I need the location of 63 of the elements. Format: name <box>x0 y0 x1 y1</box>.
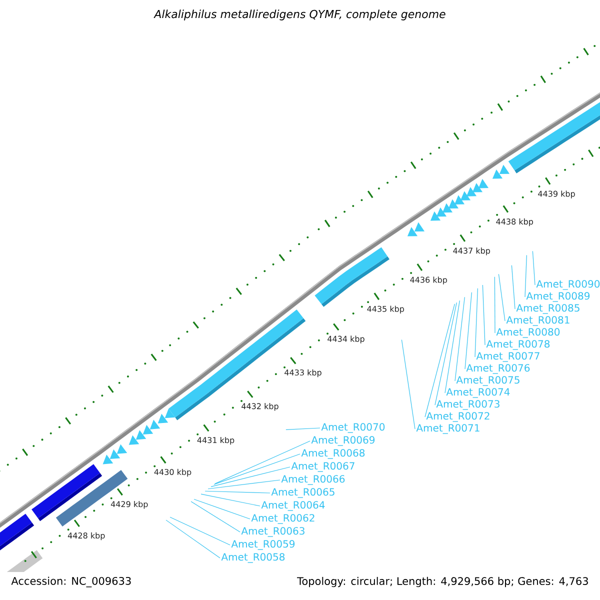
scale-label: 4429 kbp <box>110 500 148 509</box>
leader-line <box>482 284 486 346</box>
leader-line <box>498 274 506 322</box>
leader-line <box>210 466 290 487</box>
scale-label: 4436 kbp <box>410 276 448 284</box>
gene-label: Amet_R0081 <box>506 316 570 326</box>
leader-line <box>444 300 460 394</box>
gene-label: Amet_R0077 <box>476 352 540 362</box>
title: Alkaliphilus metalliredigens QYMF, complete genome <box>154 10 446 20</box>
gene-label: Amet_R0085 <box>516 304 580 314</box>
gene-label: Amet_R0071 <box>416 424 480 434</box>
scale-label: 4431 kbp <box>197 436 234 445</box>
gene-label: Amet_R0078 <box>486 340 550 350</box>
accession-label: Accession: NC_009633 <box>11 576 131 588</box>
leader-line <box>286 428 320 430</box>
gene-label: Amet_R0058 <box>221 553 285 563</box>
gene-label: Amet_R0062 <box>251 514 314 524</box>
leader-line <box>511 265 516 310</box>
leader-line <box>208 480 280 490</box>
gene-label: Amet_R0070 <box>321 423 385 433</box>
leader-line <box>166 520 220 558</box>
scale-label: 4438 kbp <box>496 218 534 226</box>
scale-label: 4433 kbp <box>284 369 322 378</box>
leader-line <box>214 454 300 485</box>
gene-label: Amet_R0067 <box>291 462 354 472</box>
leader-line <box>424 304 455 418</box>
gene-label: Amet_R0063 <box>241 527 304 537</box>
gene-label: Amet_R0072 <box>426 412 490 422</box>
leader-line <box>532 250 536 286</box>
gene-label: Amet_R0059 <box>231 540 295 550</box>
leader-line <box>464 292 472 370</box>
gene-label: Amet_R0074 <box>446 388 510 398</box>
leader-line <box>204 490 270 494</box>
scale-label: 4430 kbp <box>154 468 192 477</box>
leader-line <box>454 296 465 382</box>
scale-label: 4439 kbp <box>538 190 575 198</box>
scale-label: 4432 kbp <box>242 403 278 411</box>
leader-line <box>494 276 496 334</box>
leader-line <box>200 494 260 506</box>
gene-label: Amet_R0080 <box>496 328 560 338</box>
scale-label: 4437 kbp <box>453 248 490 256</box>
scale-label: 4428 kbp <box>68 532 105 540</box>
gene-label: Amet_R0064 <box>261 501 325 511</box>
leader-line <box>214 440 310 484</box>
scale-label: 4434 kbp <box>328 336 364 344</box>
gene-label: Amet_R0065 <box>271 488 334 498</box>
gene-label: Amet_R0068 <box>301 449 365 459</box>
leader-line <box>401 339 416 430</box>
leader-line <box>170 516 230 546</box>
leader-line <box>434 302 457 406</box>
scale-label: 4435 kbp <box>367 306 404 314</box>
leader-line <box>190 501 240 532</box>
gene-label: Amet_R0073 <box>436 400 500 410</box>
gene-label: Amet_R0069 <box>311 436 375 446</box>
genome-info-label: Topology: circular; Length: 4,929,566 bp; Genes: 4,763 <box>297 576 588 588</box>
gene-label: Amet_R0090 <box>536 280 600 290</box>
leader-line <box>194 498 250 520</box>
gene-label: Amet_R0075 <box>456 376 520 386</box>
leader-line <box>474 288 478 358</box>
gene-label: Amet_R0089 <box>526 292 590 302</box>
gene-label: Amet_R0066 <box>281 475 345 485</box>
leader-line <box>524 254 527 298</box>
gene-label: Amet_R0076 <box>466 364 530 374</box>
